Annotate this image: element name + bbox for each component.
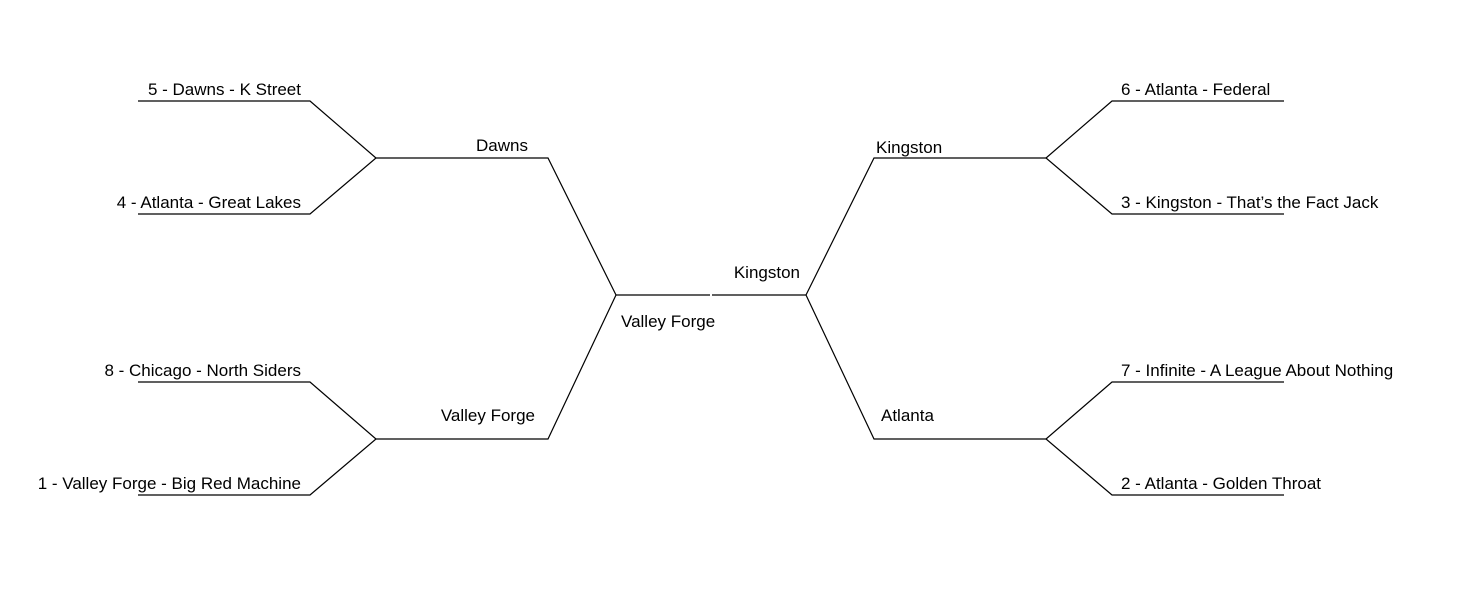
- left-team-slot-1: 5 - Dawns - K Street: [148, 80, 301, 99]
- left-team-slot-2: 4 - Atlanta - Great Lakes: [117, 193, 301, 212]
- left-semifinal-connector: [376, 157, 617, 440]
- final-left-finalist: Valley Forge: [621, 312, 715, 331]
- right-team-slot-3: 7 - Infinite - A League About Nothing: [1121, 361, 1393, 380]
- left-semifinal-winner-top: Dawns: [476, 136, 528, 155]
- right-semifinal-connector: [805, 157, 1046, 440]
- right-semifinal-winner-bottom: Atlanta: [881, 406, 934, 425]
- left-bracket-lines: [138, 100, 710, 496]
- right-semifinal-winner-top: Kingston: [876, 138, 942, 157]
- final-right-finalist: Kingston: [734, 263, 800, 282]
- left-semifinal-winner-bottom: Valley Forge: [441, 406, 535, 425]
- right-team-slot-4: 2 - Atlanta - Golden Throat: [1121, 474, 1321, 493]
- left-team-slot-3: 8 - Chicago - North Siders: [104, 361, 301, 380]
- right-team-slot-1: 6 - Atlanta - Federal: [1121, 80, 1270, 99]
- left-team-slot-4: 1 - Valley Forge - Big Red Machine: [38, 474, 301, 493]
- right-team-slot-2: 3 - Kingston - That’s the Fact Jack: [1121, 193, 1379, 212]
- right-bracket-lines: [712, 100, 1284, 496]
